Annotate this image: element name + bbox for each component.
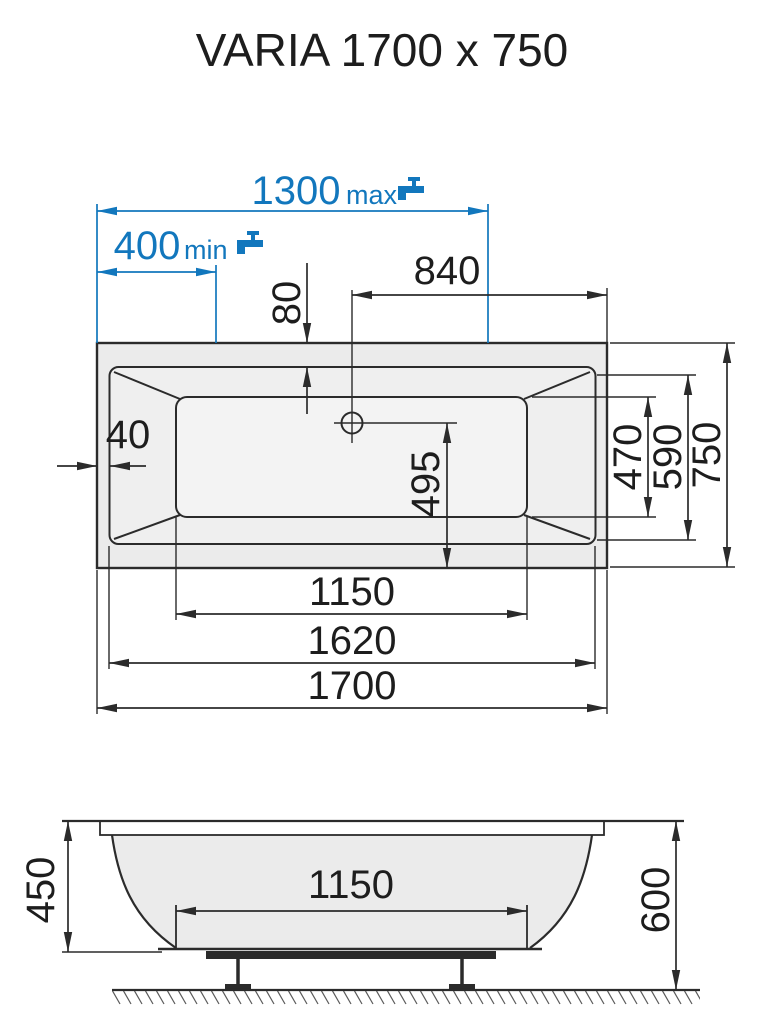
dim-inner-depth: 450 [19,821,162,953]
dimension-value: 750 [685,422,729,489]
dimension-value: 495 [404,451,448,518]
dimension-value: 450 [19,857,63,924]
extension-lines [597,374,696,541]
dimension-value: 1700 [308,664,397,708]
dimension-value: 1150 [308,863,394,907]
plan-view: 1300 max 400 min 840 80 [57,169,735,714]
dimension-value: 400 [114,224,181,268]
curved-walls [110,834,594,949]
dimension-value: 590 [646,424,690,491]
dimension-value: 600 [634,867,678,934]
dimension-qualifier: max [346,180,398,210]
dim-overall-length: 1700 [96,570,608,714]
leg-stems [236,959,464,985]
dimension-value: 80 [265,281,309,326]
faucet-icon [398,177,424,200]
dim-base-length: 1150 [175,863,528,949]
dim-drain-from-right: 840 [351,249,608,443]
dimension-qualifier: min [184,235,228,265]
dim-rim-offset-top: 80 [265,263,312,414]
extension-lines [108,546,596,669]
dim-rim-length: 1620 [108,546,596,669]
faucet-icon [237,231,263,254]
extension-lines [175,517,528,620]
extension-lines [610,342,735,568]
dim-overall-width: 750 [610,342,735,568]
extension-lines [532,396,656,518]
mounting-frame [206,951,496,959]
dim-basin-width: 470 [532,396,656,518]
dim-overall-height: 600 [634,821,681,990]
tub-body-section [112,835,592,948]
dimension-value: 470 [606,424,650,491]
dimension-value: 840 [414,249,481,293]
extension-lines [96,570,608,714]
corner-slope-lines [113,371,591,540]
dimension-value: 1150 [309,570,395,614]
extension-lines [351,288,608,443]
dim-tap-min: 400 min [97,224,263,343]
dimension-value: 40 [106,413,151,457]
dim-drain-from-bottom: 495 [404,423,452,568]
dimension-value: 1300 [252,169,341,213]
drawing-title: VARIA 1700 x 750 [196,24,569,76]
rim-lip [99,820,605,836]
dim-rim-offset-side: 40 [57,413,151,471]
dimension-value: 1620 [308,619,397,663]
dim-rim-width: 590 [597,374,696,541]
ground-hatching [112,991,700,1006]
side-view: 450 600 1150 [19,819,700,1006]
dim-tap-max: 1300 max [96,169,489,343]
dim-basin-length: 1150 [175,517,528,620]
